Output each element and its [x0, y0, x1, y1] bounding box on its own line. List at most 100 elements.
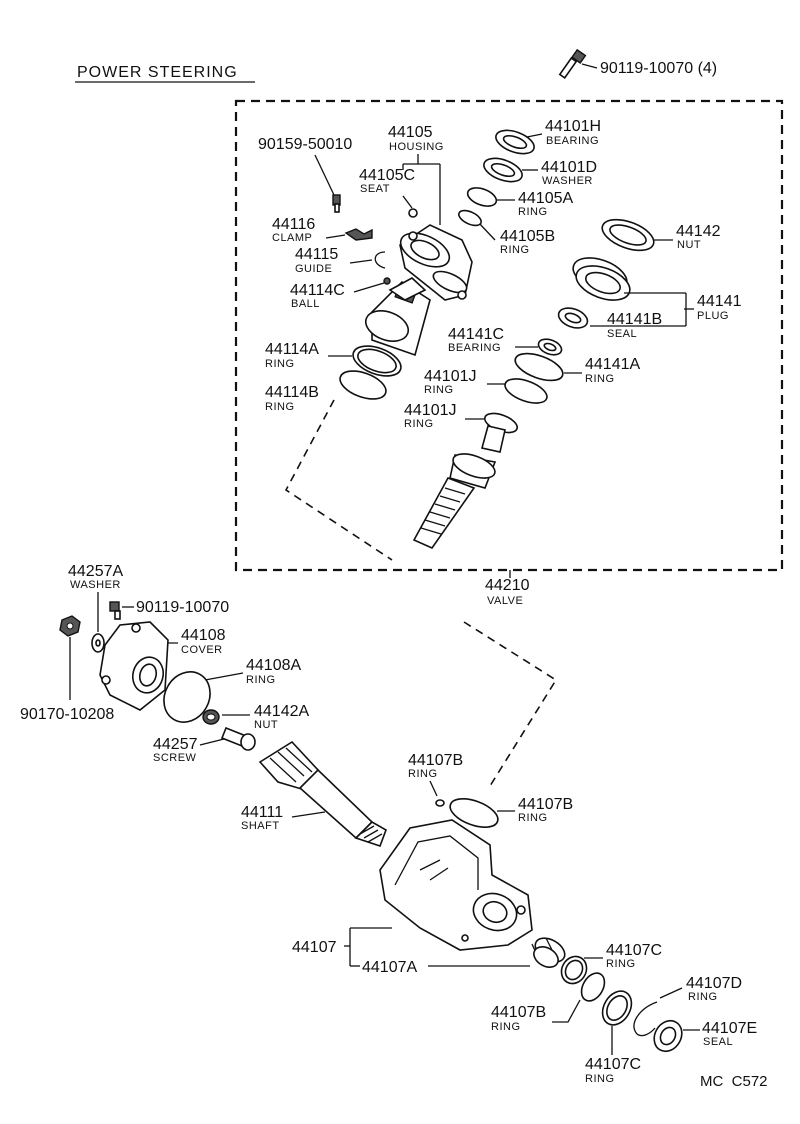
label-44116: 44116: [272, 216, 315, 233]
name-44111: SHAFT: [241, 820, 280, 832]
housing-icon: [399, 224, 473, 301]
label-44142A: 44142A: [254, 703, 309, 720]
plug-44141-icon: [572, 257, 631, 301]
label-44141: 44141: [697, 293, 742, 310]
label-44141B: 44141B: [607, 311, 662, 328]
bearing-44107A-icon: [531, 937, 566, 968]
name-44142A: NUT: [254, 719, 278, 731]
label-44141C: 44141C: [448, 326, 504, 343]
leader-44107B-c: [552, 999, 581, 1023]
label-44114C: 44114C: [290, 282, 345, 299]
name-44101J-b: RING: [404, 418, 434, 430]
label-44114A: 44114A: [265, 341, 319, 358]
gear-housing-44107-icon: [379, 819, 533, 951]
label-44107: 44107: [292, 939, 337, 956]
label-90170: 90170-10208: [20, 706, 114, 723]
name-44141B: SEAL: [607, 328, 637, 340]
name-44210: VALVE: [487, 595, 523, 607]
screw-44257-icon: [220, 726, 256, 751]
name-44107E: SEAL: [703, 1036, 733, 1048]
label-44105: 44105: [388, 124, 433, 141]
ring-44114A-icon: [352, 345, 402, 377]
label-44115: 44115: [295, 246, 338, 263]
name-44107B-c: RING: [491, 1021, 521, 1033]
label-44141A: 44141A: [585, 356, 640, 373]
name-44105A: RING: [518, 206, 548, 218]
name-44116: CLAMP: [272, 232, 312, 244]
label-44101J-b: 44101J: [404, 402, 457, 419]
label-90159: 90159-50010: [258, 136, 352, 153]
bearing-44101H-icon: [495, 129, 535, 155]
name-44115: GUIDE: [295, 263, 332, 275]
label-44108A: 44108A: [246, 657, 301, 674]
seal-44107E-icon: [653, 1019, 683, 1053]
label-44257A: 44257A: [68, 563, 123, 580]
label-44107D: 44107D: [686, 975, 742, 992]
label-44114B: 44114B: [265, 384, 319, 401]
label-44105A: 44105A: [518, 190, 573, 207]
label-44105B: 44105B: [500, 228, 555, 245]
leader-valve-housing: [463, 621, 558, 787]
ring-44107C-a-icon: [560, 955, 588, 985]
ring-44101J-a-icon: [504, 378, 548, 404]
name-44141: PLUG: [697, 310, 729, 322]
name-44107D: RING: [688, 991, 718, 1003]
label-bolt-cover: 90119-10070: [136, 599, 229, 616]
label-44142: 44142: [676, 223, 721, 240]
label-44105C: 44105C: [359, 167, 415, 184]
label-44107E: 44107E: [702, 1020, 757, 1037]
ring-44107C-b-icon: [601, 990, 633, 1026]
bolt-top-icon: [558, 48, 587, 80]
ring-44107B-a-icon: [435, 799, 445, 807]
label-44210: 44210: [485, 577, 530, 594]
name-44107B-b: RING: [518, 812, 548, 824]
label-44111: 44111: [241, 804, 283, 821]
bearing-44141C-icon: [537, 338, 563, 356]
name-44105: HOUSING: [389, 141, 444, 153]
washer-44101D-icon: [483, 157, 523, 183]
label-44101J-a: 44101J: [424, 368, 477, 385]
ring-44107B-b-icon: [449, 798, 499, 828]
ball-icon: [383, 277, 391, 285]
ring-44105A-icon: [466, 187, 498, 207]
clamp-icon: [344, 228, 373, 241]
ring-44108A-icon: [163, 671, 211, 723]
name-44142: NUT: [677, 239, 701, 251]
name-44114A: RING: [265, 358, 295, 370]
ring-44107B-c-icon: [580, 972, 606, 1002]
valve-assembly-boundary: [234, 99, 784, 572]
label-44107B-c: 44107B: [491, 1004, 546, 1021]
name-44107B-a: RING: [408, 768, 438, 780]
name-44141A: RING: [585, 373, 615, 385]
valve-shaft-icon: [412, 412, 519, 549]
name-44105B: RING: [500, 244, 530, 256]
guide-icon: [374, 251, 386, 269]
label-44101H: 44101H: [545, 118, 601, 135]
shaft-44111-icon: [258, 740, 387, 848]
name-44101H: BEARING: [546, 135, 599, 147]
name-44101D: WASHER: [542, 175, 593, 187]
label-44107A: 44107A: [362, 959, 417, 976]
leader-valve-left: [284, 399, 393, 561]
diagram-title: POWER STEERING: [77, 64, 238, 81]
valve-body-icon: [364, 277, 431, 357]
label-44257: 44257: [153, 736, 198, 753]
label-44107C-b: 44107C: [585, 1056, 641, 1073]
label-44107B-a: 44107B: [408, 752, 463, 769]
ring-44114B-icon: [339, 370, 387, 400]
name-44114B: RING: [265, 401, 295, 413]
name-44141C: BEARING: [448, 342, 501, 354]
seal-44141B-icon: [557, 307, 589, 329]
ring-44107D-icon: [633, 1001, 658, 1037]
nut-44142A-icon: [202, 709, 220, 725]
name-44107C-a: RING: [606, 958, 636, 970]
name-44257A: WASHER: [70, 579, 121, 591]
name-44108: COVER: [181, 644, 223, 656]
small-bolt-icon: [332, 194, 341, 213]
seat-icon: [408, 208, 418, 218]
label-bolt-top: 90119-10070 (4): [600, 60, 717, 77]
ring-44105B-icon: [458, 209, 482, 227]
name-44114C: BALL: [291, 298, 320, 310]
label-44101D: 44101D: [541, 159, 597, 176]
